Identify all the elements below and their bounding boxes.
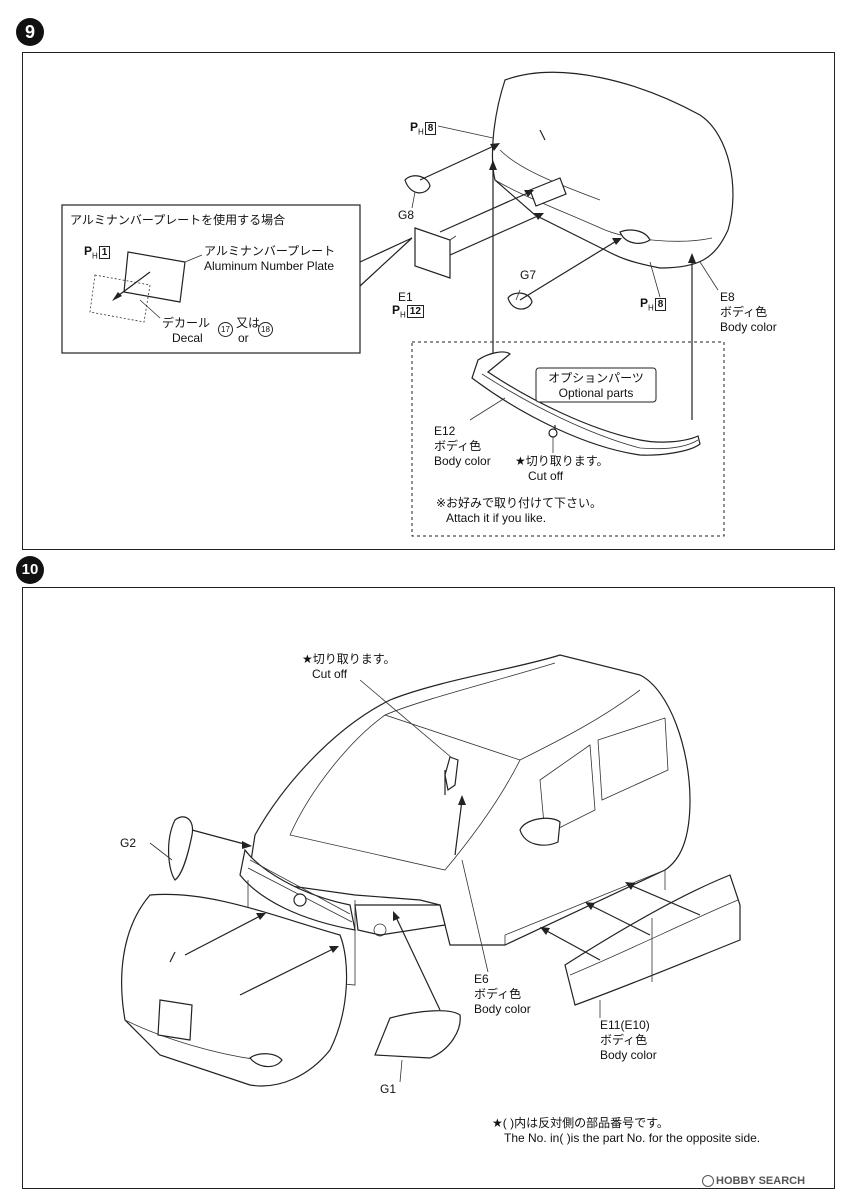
attach-en: Attach it if you like. [446,511,547,525]
e11-color-jp: ボディ色 [600,1033,648,1047]
e12-lip-spoiler [471,351,701,456]
decal-label-en: Decal [172,331,203,345]
attach-jp: ※お好みで取り付けて下さい。 [436,496,603,510]
plate-label-en: Aluminum Number Plate [204,259,335,273]
note-jp: ★( )内は反対側の部品番号です。 [492,1116,669,1130]
g8-label: G8 [398,208,415,222]
inset-pointer [359,237,413,287]
decal-label-jp: デカール [162,316,211,330]
cutoff-en-10: Cut off [312,667,348,681]
e1-plate [414,227,451,279]
front-bumper-e8 [491,71,734,269]
side-skirt-e11 [564,874,741,1006]
e8-color-jp: ボディ色 [720,305,768,319]
e8-color-en: Body color [720,320,777,334]
optional-jp: オプションパーツ [548,371,644,385]
car-body-e6 [247,654,691,946]
step-9-panel [22,52,835,550]
inset-box [61,204,361,354]
decal-or-jp: 又は [236,316,261,330]
optional-en: Optional parts [558,386,634,400]
g1-part [374,1010,461,1059]
optional-parts-box [411,341,725,537]
e12-color-en: Body color [434,454,491,468]
step-9-badge: 9 [16,18,44,46]
e8-id: E8 [720,290,735,304]
decal-shape [89,274,151,323]
g2-part [167,816,194,881]
e12-color-jp: ボディ色 [434,439,482,453]
e1-label: E1 [398,290,413,304]
cutoff-jp-9: ★切り取ります。 [515,454,609,468]
note-en: The No. in( )is the part No. for the opp… [504,1131,761,1145]
g7-label: G7 [520,268,537,282]
g7-lens [507,292,533,310]
watermark-logo-icon [702,1175,714,1188]
aluminum-plate-shape [123,251,186,303]
e6-id: E6 [474,972,489,986]
g1-label: G1 [380,1082,397,1096]
e11-color-en: Body color [600,1048,657,1062]
e12-id: E12 [434,424,456,438]
decal-number-b: 18 [258,322,273,338]
g8-lens [404,175,431,194]
e6-color-jp: ボディ色 [474,987,522,1001]
decal-number-a: 17 [218,322,233,338]
e11-id: E11(E10) [600,1018,650,1032]
cutoff-en-9: Cut off [528,469,564,483]
plate-label-jp: アルミナンバープレート [204,244,336,258]
g2-label: G2 [120,836,137,850]
cutoff-jp-10: ★切り取ります。 [302,652,396,666]
watermark: HOBBY SEARCH [702,1174,805,1188]
step-10-panel [22,587,835,1189]
inset-title: アルミナンバープレートを使用する場合 [70,213,286,227]
front-bumper-step10 [121,893,348,1087]
decal-or-en: or [238,331,249,345]
step-10-badge: 10 [16,556,44,584]
e6-color-en: Body color [474,1002,531,1016]
